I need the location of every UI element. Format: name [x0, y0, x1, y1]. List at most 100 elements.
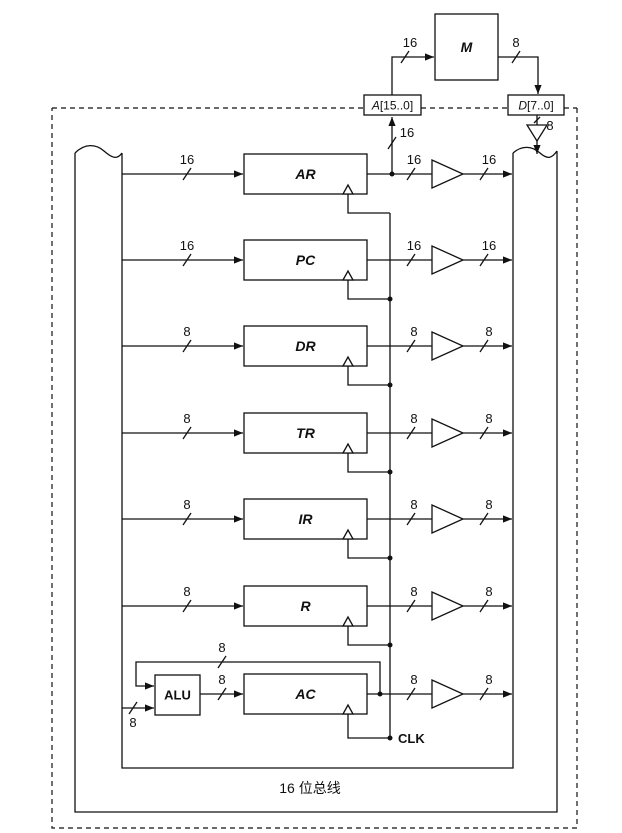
tr-output-width-slash — [406, 426, 416, 440]
register-ir-name: IR — [299, 511, 314, 527]
data-port-symbol: D — [518, 99, 527, 113]
bus-to-alu-width-slash — [128, 701, 138, 715]
ir-output-width-slash — [406, 512, 416, 526]
ac-output-width-label: 8 — [410, 672, 417, 687]
tr-tristate-buffer-icon — [431, 417, 465, 449]
ar-bus-width-slash — [479, 167, 489, 181]
r-output-width-slash — [406, 599, 416, 613]
r-input-width-label: 8 — [183, 584, 190, 599]
bus-left-break — [74, 144, 123, 158]
alu-box — [154, 674, 201, 716]
tr-bus-width-label: 8 — [485, 411, 492, 426]
internal-bus: 16 位总线 — [74, 144, 558, 813]
dr-input-width-slash — [182, 339, 192, 353]
register-row-tr: 8 TR 8 8 — [122, 411, 512, 475]
ac-feedback-width-label: 8 — [218, 640, 225, 655]
pc-clock-junction — [387, 296, 393, 302]
r-clock-junction — [387, 642, 393, 648]
ac-bus-width-slash — [479, 687, 489, 701]
tr-clock-junction — [387, 469, 393, 475]
pc-tristate-buffer-icon — [431, 244, 465, 276]
pc-bus-width-slash — [479, 253, 489, 267]
data-buffer-width-label: 8 — [546, 118, 553, 133]
address-port-symbol: A — [371, 99, 380, 113]
bus-to-alu-width-label: 8 — [129, 715, 136, 730]
ir-output-width-label: 8 — [410, 497, 417, 512]
dr-input-width-label: 8 — [183, 324, 190, 339]
alu-to-ac-width-label: 8 — [218, 672, 225, 687]
ar-input-width-label: 16 — [180, 152, 194, 167]
address-port-box — [363, 94, 422, 116]
tr-input-width-slash — [182, 426, 192, 440]
r-bus-width-label: 8 — [485, 584, 492, 599]
register-ar-name: AR — [294, 166, 316, 182]
bus-inner-edge — [121, 153, 514, 769]
register-row-dr: 8 DR 8 8 — [122, 324, 512, 388]
ac-feedback-wire — [135, 661, 381, 694]
address-port: A[15..0] 16 — [363, 94, 422, 177]
r-output-width-label: 8 — [410, 584, 417, 599]
ac-feedback-width-slash — [217, 655, 227, 669]
data-port: D[7..0] 8 — [507, 94, 565, 154]
bus-outer-edge — [74, 151, 558, 813]
cpu-boundary-sides — [51, 108, 578, 829]
bus-right-break — [512, 146, 558, 158]
register-dr-name: DR — [295, 338, 316, 354]
pc-output-width-label: 16 — [407, 238, 421, 253]
ac-output-width-slash — [406, 687, 416, 701]
data-port-box — [507, 94, 565, 116]
data-buffer-width-slash — [533, 116, 541, 124]
ir-bus-width-label: 8 — [485, 497, 492, 512]
address-width-slash — [400, 50, 410, 64]
r-bus-width-slash — [479, 599, 489, 613]
dr-output-width-label: 8 — [410, 324, 417, 339]
alu-to-ac-width-slash — [217, 687, 227, 701]
tr-clock-wire — [347, 453, 390, 473]
ar-to-address-width-label: 16 — [400, 125, 414, 140]
ar-output-width-slash — [406, 167, 416, 181]
tr-input-width-label: 8 — [183, 411, 190, 426]
pc-clock-wire — [347, 280, 390, 300]
data-width-label: 8 — [512, 35, 519, 50]
ar-to-address-slash — [387, 136, 397, 150]
clock-line: CLK — [387, 213, 425, 746]
ir-input-width-label: 8 — [183, 497, 190, 512]
register-tr-name: TR — [296, 425, 316, 441]
ir-input-width-slash — [182, 512, 192, 526]
ac-tristate-buffer-icon — [431, 678, 465, 710]
dr-tristate-buffer-icon — [431, 330, 465, 362]
r-tristate-buffer-icon — [431, 590, 465, 622]
register-row-ac: ALU 8 8 8 AC 8 8 — [122, 640, 512, 739]
ar-clock-wire — [347, 194, 390, 214]
pc-input-width-label: 16 — [180, 238, 194, 253]
dr-output-width-slash — [406, 339, 416, 353]
cpu-boundary — [51, 107, 578, 829]
ac-clock-wire — [347, 714, 390, 739]
clock-label: CLK — [398, 731, 425, 746]
ac-feedback-junction — [377, 691, 383, 697]
register-ac-name: AC — [294, 686, 316, 702]
memory-name: M — [461, 39, 473, 55]
data-width-slash — [511, 50, 521, 64]
ar-tristate-buffer-icon — [431, 158, 465, 190]
tr-bus-width-slash — [479, 426, 489, 440]
register-row-pc: 16 PC 16 16 — [122, 238, 512, 302]
address-port-range: [15..0] — [380, 99, 413, 113]
register-row-ar: 16 AR 16 16 — [122, 152, 512, 214]
ir-clock-wire — [347, 539, 390, 559]
ar-output-width-label: 16 — [407, 152, 421, 167]
register-r-name: R — [300, 598, 311, 614]
data-port-range: [7..0] — [527, 99, 554, 113]
ar-bus-width-label: 16 — [482, 152, 496, 167]
memory-box — [434, 13, 499, 81]
data-buffer-icon — [525, 124, 549, 143]
ir-tristate-buffer-icon — [431, 503, 465, 535]
address-width-label: 16 — [403, 35, 417, 50]
register-row-ir: 8 IR 8 8 — [122, 497, 512, 561]
memory-to-data-wire — [498, 56, 542, 94]
dr-clock-wire — [347, 366, 390, 386]
pc-bus-width-label: 16 — [482, 238, 496, 253]
pc-output-width-slash — [406, 253, 416, 267]
ar-input-width-slash — [182, 167, 192, 181]
